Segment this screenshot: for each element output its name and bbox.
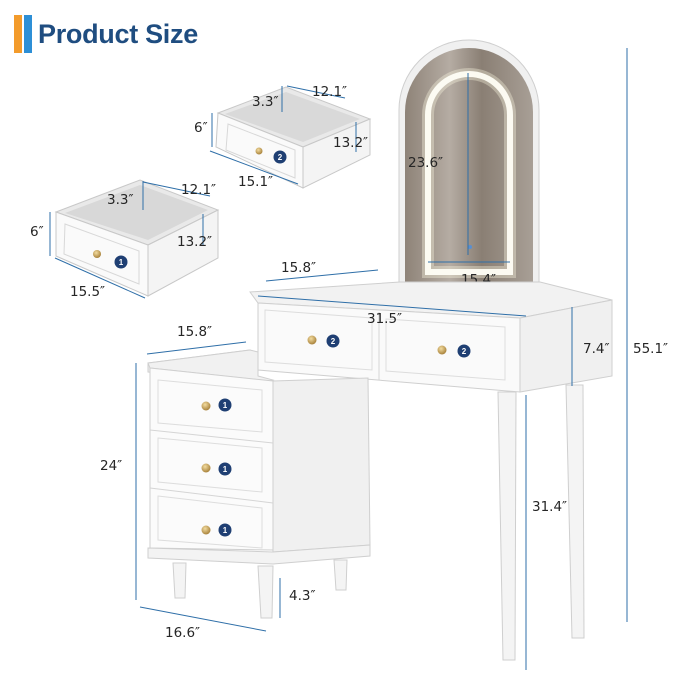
badge-2-label: 2 [331,337,336,346]
drawer-2-illustration: 2 [215,86,372,189]
badge-2-label: 2 [462,347,467,356]
badge-1-label: 1 [223,465,228,474]
dim-cabinet-depth: 15.8″ [177,324,212,340]
dim-cabinet-width: 16.6″ [165,625,200,641]
led-mirror-illustration [398,39,540,295]
page-title: Product Size [38,18,198,49]
badge-2-icon [326,334,340,348]
drawer-1-illustration: 1 [54,179,220,297]
badge-1-icon [218,523,232,537]
dim-left-drawer-width: 12.1″ [181,182,216,198]
badge-1-icon [114,255,128,269]
dim-top-drawer-width: 12.1″ [312,84,347,100]
dim-left-drawer-depth: 3.3″ [107,192,134,208]
cabinet-illustration: 1 1 1 [147,349,371,619]
badge-1-label: 1 [119,258,124,267]
dim-cabinet-leg-height: 4.3″ [289,588,316,604]
dim-left-drawer-length: 13.2″ [177,234,212,250]
badge-2-icon [457,344,471,358]
dim-drawer-band-height: 7.4″ [583,341,610,357]
dim-leg-height: 31.4″ [532,499,567,515]
badge-2-label: 2 [278,153,283,162]
accent-bar-orange [14,15,22,53]
dim-top-drawer-length: 13.2″ [333,135,368,151]
dim-desk-width: 31.5″ [367,311,402,327]
dim-total-height: 55.1″ [633,341,668,357]
dim-top-drawer-front: 15.1″ [238,174,273,190]
badge-1-icon [218,462,232,476]
dim-left-drawer-front: 15.5″ [70,284,105,300]
badge-1-label: 1 [223,526,228,535]
dim-top-drawer-depth: 3.3″ [252,94,279,110]
dim-cabinet-height: 24″ [100,458,122,474]
badge-1-icon [218,398,232,412]
badge-2-icon [273,150,287,164]
accent-bar-blue [24,15,32,53]
dim-desk-depth: 15.8″ [281,260,316,276]
desk-illustration: 2 2 [249,281,613,661]
badge-1-label: 1 [223,401,228,410]
dim-left-drawer-height: 6″ [30,224,44,240]
dim-mirror-height: 23.6″ [408,155,443,171]
dim-top-drawer-height: 6″ [194,120,208,136]
header: Product Size [14,14,198,54]
